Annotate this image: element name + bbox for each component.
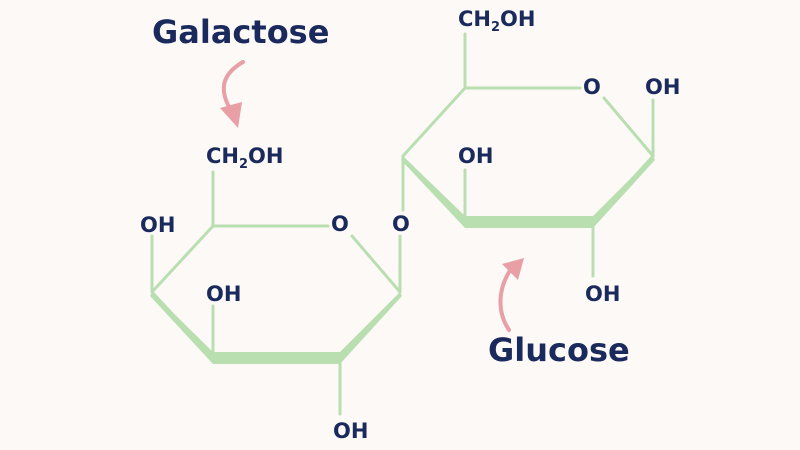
glucose-wedge-right <box>593 156 655 228</box>
galactose-wedge-right <box>340 292 402 364</box>
galactose-arrowhead <box>220 102 242 128</box>
glucose-bond-c4-c5 <box>401 86 467 158</box>
glucose-ring-oxygen: O <box>583 75 601 99</box>
glucose-arrowhead <box>502 258 524 280</box>
glucose-oh-right: OH <box>645 75 680 99</box>
glucose-wedge-bottom <box>465 216 593 228</box>
galactose-title: Galactose <box>152 13 329 51</box>
glucose-arrow <box>498 264 515 332</box>
glucose-ring: CH2OH O OH OH OH <box>401 7 680 306</box>
galactose-bond-o-c1 <box>350 234 402 294</box>
glycosidic-oxygen: O <box>392 212 410 236</box>
galactose-wedge-bottom <box>213 352 340 364</box>
glycosidic-linkage: O <box>392 154 410 294</box>
galactose-oh-bottom: OH <box>333 419 368 443</box>
glucose-callout: Glucose <box>488 258 630 369</box>
glucose-oh-inner: OH <box>458 144 493 168</box>
glucose-bond-o-c1 <box>602 96 655 158</box>
galactose-oh-left: OH <box>140 213 175 237</box>
galactose-oh-inner: OH <box>206 282 241 306</box>
glucose-title: Glucose <box>488 331 630 369</box>
glucose-ch2oh-label: CH2OH <box>458 7 535 35</box>
galactose-bond-c5-c4 <box>150 224 215 294</box>
galactose-ring-oxygen: O <box>331 212 349 236</box>
galactose-ring: CH2OH O OH OH OH <box>140 144 402 443</box>
glucose-wedge-left <box>401 156 465 228</box>
galactose-callout: Galactose <box>152 13 329 128</box>
galactose-wedge-left <box>150 292 213 364</box>
glucose-oh-bottom: OH <box>585 282 620 306</box>
galactose-ch2oh-label: CH2OH <box>206 144 283 172</box>
